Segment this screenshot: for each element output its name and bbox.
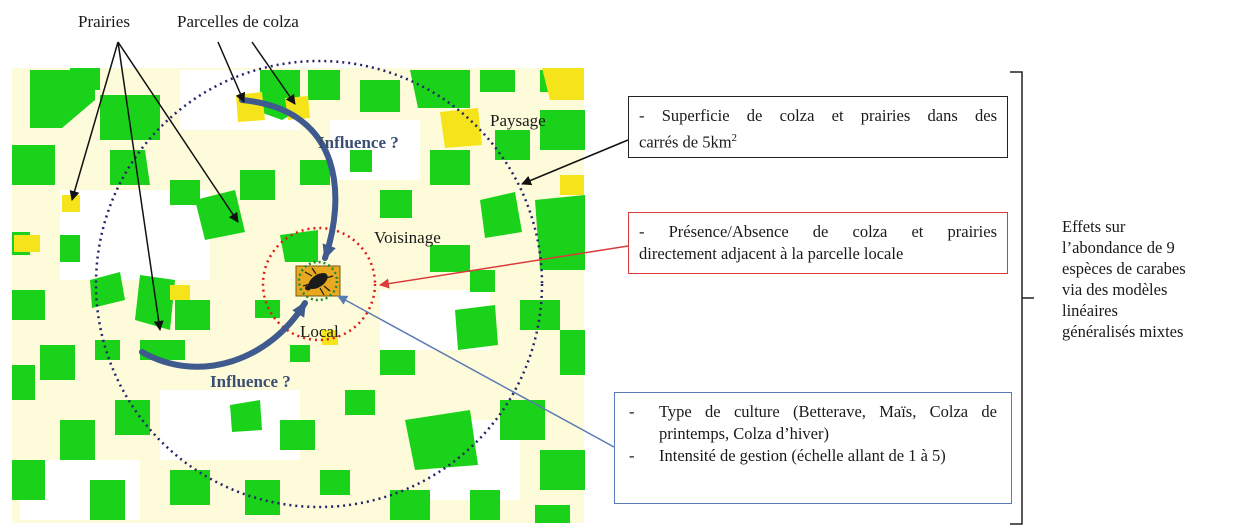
label-voisinage: Voisinage [374, 228, 441, 247]
local-description-box: - Type de culture (Betterave, Maïs, Colz… [614, 392, 1012, 504]
label-local: Local [300, 322, 339, 341]
voisinage-box-line-1: - Présence/Absence de colza et prairies [639, 222, 997, 241]
influence-arrow-bottom [139, 300, 308, 370]
local-box-item-text: Type de culture (Betterave, Maïs, Colza … [659, 402, 997, 443]
local-box-item: - Intensité de gestion (échelle allant d… [629, 445, 997, 467]
neighbourhood-circle [261, 226, 377, 342]
landscape-circle [94, 59, 544, 509]
local-box-list: - Type de culture (Betterave, Maïs, Colz… [629, 401, 997, 467]
label-prairies: Prairies [78, 12, 130, 31]
paysage-box-superscript: 2 [731, 132, 738, 144]
voisinage-box-line-2: directement adjacent à la parcelle local… [639, 244, 904, 263]
voisinage-pointer-arrow [379, 245, 629, 289]
influence-arrow-top [239, 97, 339, 261]
paysage-pointer-arrow [521, 139, 629, 186]
label-paysage: Paysage [490, 111, 546, 130]
local-box-item-dash: - [629, 402, 635, 421]
local-pointer-arrow [337, 295, 615, 448]
effects-line: linéaires [1062, 301, 1118, 320]
label-arrows [69, 41, 296, 331]
local-box-item: - Type de culture (Betterave, Maïs, Colz… [629, 401, 997, 445]
effects-description: Effets sur l’abondance de 9 espèces de c… [1062, 216, 1186, 342]
label-parcelles-colza: Parcelles de colza [177, 12, 299, 31]
effects-line: Effets sur [1062, 217, 1126, 236]
local-box-item-dash: - [629, 446, 635, 465]
local-circle [297, 260, 339, 302]
label-influence-top: Influence ? [318, 133, 399, 152]
paysage-description-box: - Superficie de colza et prairies dans d… [628, 96, 1008, 158]
label-influence-bottom: Influence ? [210, 372, 291, 391]
paysage-box-line-2: carrés de 5km2 [639, 127, 997, 154]
voisinage-description-box: - Présence/Absence de colza et prairies … [628, 212, 1008, 274]
grouping-bracket [1010, 71, 1034, 525]
effects-line: l’abondance de 9 [1062, 238, 1175, 257]
paysage-box-line-1: - Superficie de colza et prairies dans d… [639, 106, 997, 125]
ground-beetle-icon [302, 267, 334, 296]
local-box-item-text: Intensité de gestion (échelle allant de … [659, 446, 946, 465]
paysage-box-line-2-text: carrés de 5km [639, 132, 732, 152]
effects-line: généralisés mixtes [1062, 322, 1184, 341]
effects-line: via des modèles [1062, 280, 1168, 299]
effects-line: espèces de carabes [1062, 259, 1186, 278]
